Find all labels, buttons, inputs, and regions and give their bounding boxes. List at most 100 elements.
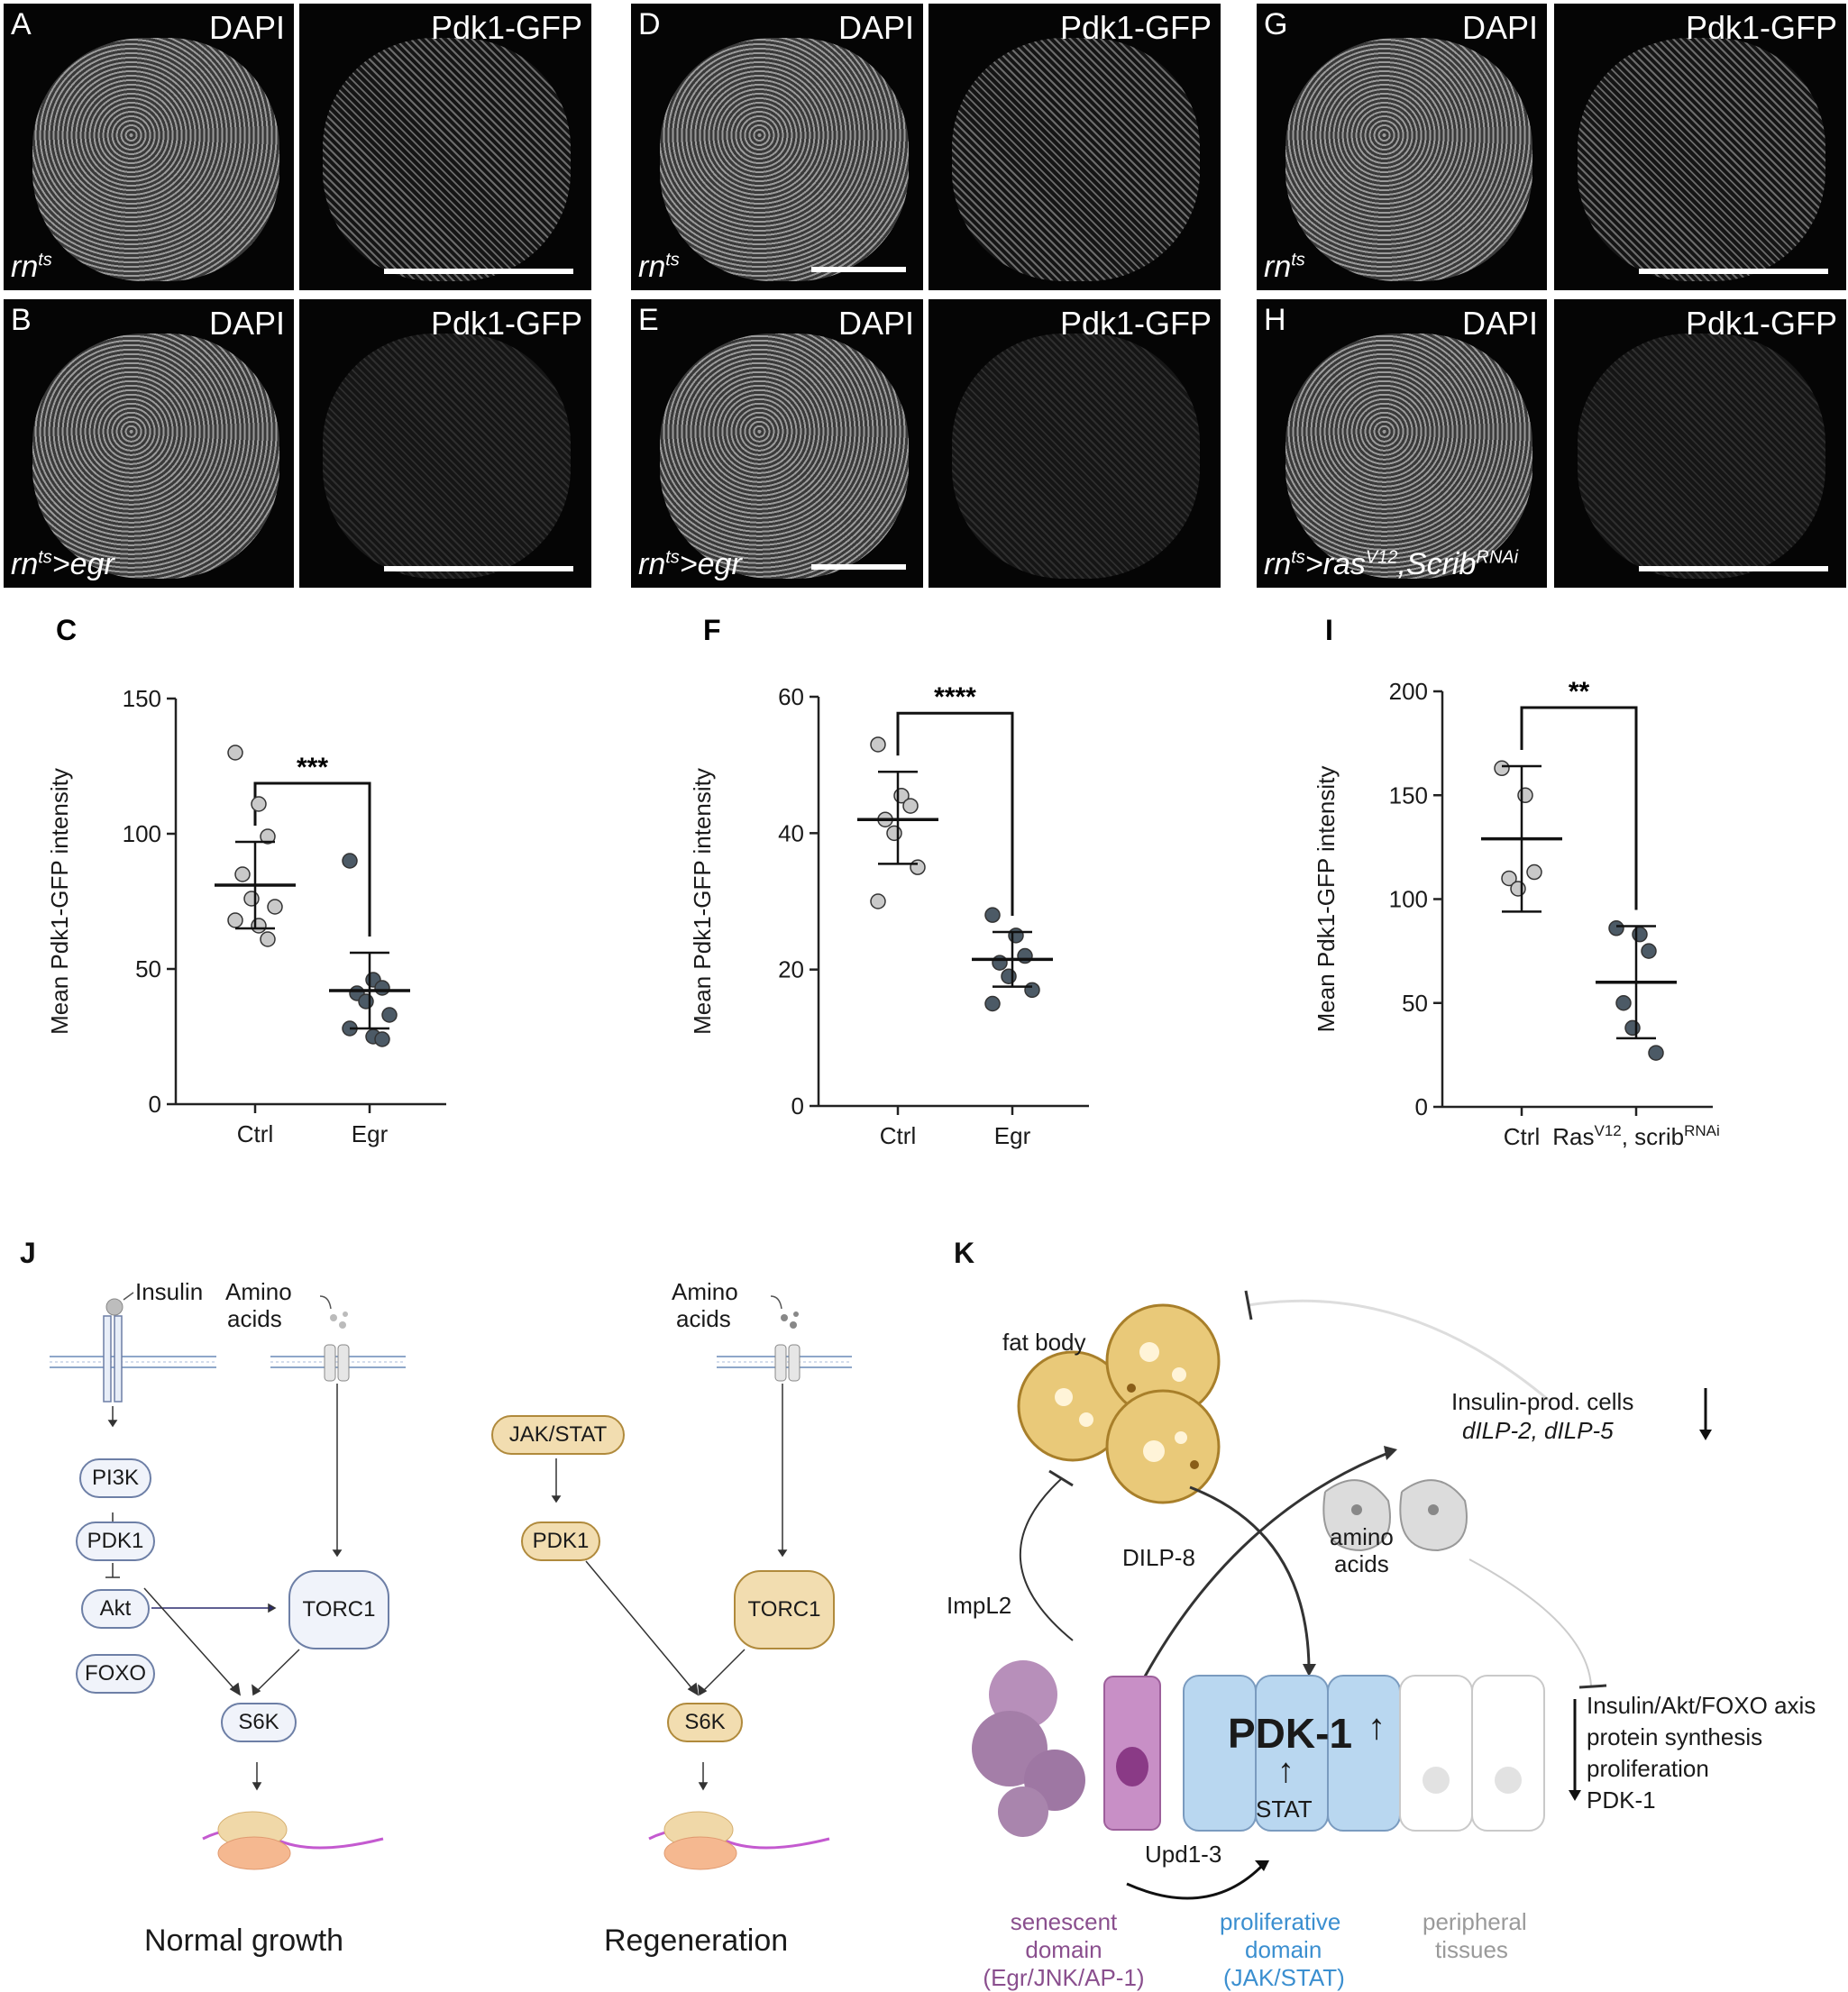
- data-point: [984, 907, 1001, 923]
- tissue-image: [322, 38, 572, 282]
- dilp8-label: DILP-8: [1122, 1544, 1195, 1571]
- amino-acids-label-2: acids: [1334, 1550, 1389, 1577]
- insulin-producing-cells-icon: [1322, 1479, 1468, 1552]
- insulin-receptor-icon: [103, 1292, 134, 1403]
- peripheral-tissues-label: peripheral tissues: [1423, 1908, 1567, 1964]
- y-tick-label: 150: [123, 685, 161, 712]
- tissue-image: [951, 334, 1201, 580]
- node-pi3k: PI3K: [79, 1458, 151, 1498]
- effects-list: Insulin/Akt/FOXO axis protein synthesis …: [1587, 1692, 1816, 1814]
- tissue-image: [32, 38, 279, 282]
- scale-bar: [811, 267, 906, 272]
- channel-label-dapi: DAPI: [208, 9, 285, 46]
- channel-label-dapi: DAPI: [208, 305, 285, 342]
- x-tick-label: Ctrl: [880, 1122, 916, 1149]
- scale-bar: [1639, 566, 1828, 571]
- amino-acids-label-1: amino: [1330, 1523, 1394, 1550]
- node-foxo: FOXO: [76, 1654, 155, 1694]
- y-tick-label: 100: [123, 820, 161, 847]
- senescent-cells-icon: [972, 1660, 1161, 1837]
- x-tick-label: Egr: [994, 1122, 1031, 1149]
- data-point: [251, 796, 267, 812]
- data-point: [358, 993, 374, 1010]
- data-point: [374, 980, 390, 996]
- data-point: [243, 891, 260, 907]
- micro-gfp-h: Pdk1-GFP: [1554, 299, 1846, 588]
- y-tick-label: 0: [1415, 1093, 1428, 1120]
- tissue-image: [322, 334, 572, 580]
- pathway-diagram: [50, 1292, 852, 1870]
- y-tick-label: 20: [778, 956, 804, 983]
- data-point: [910, 859, 926, 875]
- panel-letter: F: [703, 614, 721, 646]
- channel-label-dapi: DAPI: [1461, 305, 1538, 342]
- node-pdk1: PDK1: [521, 1521, 600, 1561]
- data-point: [1501, 870, 1517, 887]
- y-axis-label: Mean Pdk1-GFP intensity: [46, 768, 73, 1035]
- genotype-label: rnts: [1264, 250, 1305, 284]
- senescent-line: (Egr/JNK/AP-1): [983, 1964, 1145, 1991]
- scale-bar: [811, 564, 906, 570]
- proliferative-cell: [1327, 1675, 1401, 1832]
- micro-gfp-e: Pdk1-GFP: [929, 299, 1221, 588]
- node-s6k: S6K: [221, 1703, 297, 1742]
- panel-letter-j: J: [20, 1237, 36, 1269]
- genotype-label: rnts: [11, 250, 52, 284]
- y-tick-label: 40: [778, 819, 804, 846]
- y-tick-label: 200: [1389, 678, 1428, 705]
- node-jak-stat: JAK/STAT: [491, 1415, 625, 1455]
- panel-letter: A: [11, 7, 32, 41]
- data-point: [381, 1007, 398, 1023]
- significance-stars: ****: [934, 682, 976, 712]
- data-point: [374, 1031, 390, 1047]
- y-tick-label: 50: [1402, 990, 1428, 1017]
- ipc-label: Insulin-prod. cells: [1451, 1388, 1634, 1415]
- data-point: [227, 912, 243, 928]
- data-point: [886, 825, 902, 842]
- effect-item: proliferation: [1587, 1755, 1709, 1782]
- amino-acids-label-1: Amino: [225, 1278, 292, 1305]
- scale-bar: [384, 269, 573, 274]
- panel-letter: H: [1264, 303, 1286, 337]
- significance-stars: ***: [297, 753, 328, 782]
- amino-acids-label-2: acids: [676, 1305, 731, 1332]
- ribosome-icon: [648, 1811, 830, 1870]
- tissue-image: [1577, 38, 1826, 282]
- channel-label-gfp: Pdk1-GFP: [430, 305, 582, 342]
- y-tick-label: 100: [1389, 886, 1428, 913]
- data-point: [870, 736, 886, 753]
- genotype-label: rnts>rasV12,ScribRNAi: [1264, 547, 1519, 581]
- data-point: [1017, 947, 1033, 964]
- micro-gfp-g: Pdk1-GFP: [1554, 4, 1846, 290]
- peripheral-cell: [1471, 1675, 1545, 1832]
- channel-label-dapi: DAPI: [837, 9, 914, 46]
- x-tick-label: RasV12, scribRNAi: [1552, 1122, 1720, 1150]
- amino-acid-transporter-icon: [770, 1295, 800, 1382]
- channel-label-gfp: Pdk1-GFP: [1685, 305, 1837, 342]
- amino-acid-transporter-icon: [319, 1295, 350, 1382]
- data-point: [234, 866, 251, 882]
- membrane-left: [50, 1356, 852, 1368]
- data-point: [1641, 943, 1657, 959]
- stat-label: STAT: [1256, 1796, 1313, 1823]
- genotype-label: rnts>egr: [11, 547, 114, 581]
- data-point: [1526, 864, 1542, 881]
- panel-letter: G: [1264, 7, 1288, 41]
- senescent-domain-label: senescent domain (Egr/JNK/AP-1): [969, 1908, 1158, 1992]
- peripheral-line: peripheral: [1423, 1908, 1527, 1935]
- panel-letter: B: [11, 303, 32, 337]
- panel-letter: I: [1325, 614, 1333, 646]
- significance-bracket: [1520, 706, 1638, 910]
- tissue-image: [1285, 334, 1532, 580]
- effect-item: PDK-1: [1587, 1786, 1656, 1814]
- data-point: [984, 995, 1001, 1012]
- y-axis-label: Mean Pdk1-GFP intensity: [689, 768, 716, 1035]
- channel-label-gfp: Pdk1-GFP: [1059, 9, 1212, 46]
- node-akt: Akt: [81, 1589, 150, 1629]
- tissue-image: [660, 334, 909, 580]
